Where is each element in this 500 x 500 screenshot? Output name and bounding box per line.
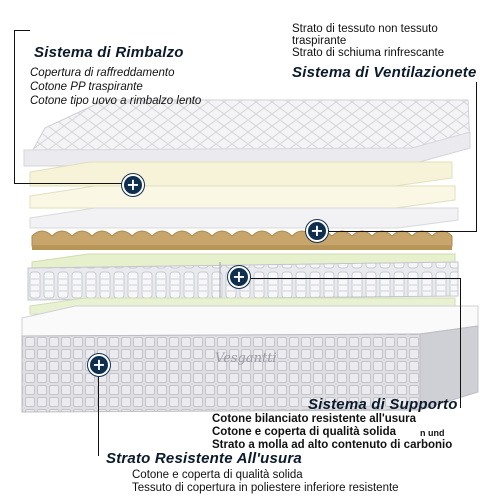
connector-rimbalzo-bottom	[14, 183, 126, 184]
section-line: Strato di schiuma rinfrescante	[292, 47, 445, 59]
section-line: Tessuto di copertura in poliestere infer…	[132, 482, 399, 494]
section-line: Strato di tessuto non tessuto	[292, 23, 438, 35]
connector-supporto-top	[246, 278, 461, 279]
plus-badge-icon[interactable]: +	[228, 266, 250, 288]
connector-ventilazione-bottom	[326, 231, 477, 232]
thin-sheet-layer	[29, 207, 459, 229]
section-line: traspirante	[292, 35, 347, 47]
brand-label: Vesgantti	[215, 351, 277, 366]
section-line: Cotone tipo uovo a rimbalzo lento	[30, 95, 202, 107]
section-title-supporto: Sistema di Supporto	[308, 396, 458, 413]
base-layer	[21, 305, 479, 413]
section-line: Cotone bilanciato resistente all'usura	[212, 413, 417, 425]
egg-crate-foam-layer	[31, 230, 453, 250]
plus-badge-icon[interactable]: +	[122, 174, 144, 196]
section-line: Cotone e coperta di qualità solida	[132, 469, 303, 481]
section-line: n und	[420, 428, 445, 438]
plus-badge-icon[interactable]: +	[88, 354, 110, 376]
connector-rimbalzo-vertical	[14, 30, 15, 184]
section-line: Cotone e coperta di qualità solida	[212, 426, 397, 438]
section-line: Copertura di raffreddamento	[30, 67, 175, 79]
section-title-usura: Strato Resistente All'usura	[106, 450, 302, 467]
connector-usura-vertical	[98, 372, 99, 456]
section-title-rimbalzo: Sistema di Rimbalzo	[34, 44, 184, 61]
section-line: Strato a molla ad alto contenuto di carb…	[212, 439, 453, 451]
top-cover-layer	[23, 99, 471, 167]
connector-supporto-vertical	[460, 278, 461, 408]
connector-ventilazione-vertical	[476, 82, 477, 232]
plus-badge-icon[interactable]: +	[306, 220, 328, 242]
section-line: Cotone PP traspirante	[30, 81, 143, 93]
connector-rimbalzo-top	[14, 30, 30, 31]
section-title-ventilazione: Sistema di Ventilazionete	[292, 64, 477, 81]
cream-layer-2	[29, 185, 456, 209]
